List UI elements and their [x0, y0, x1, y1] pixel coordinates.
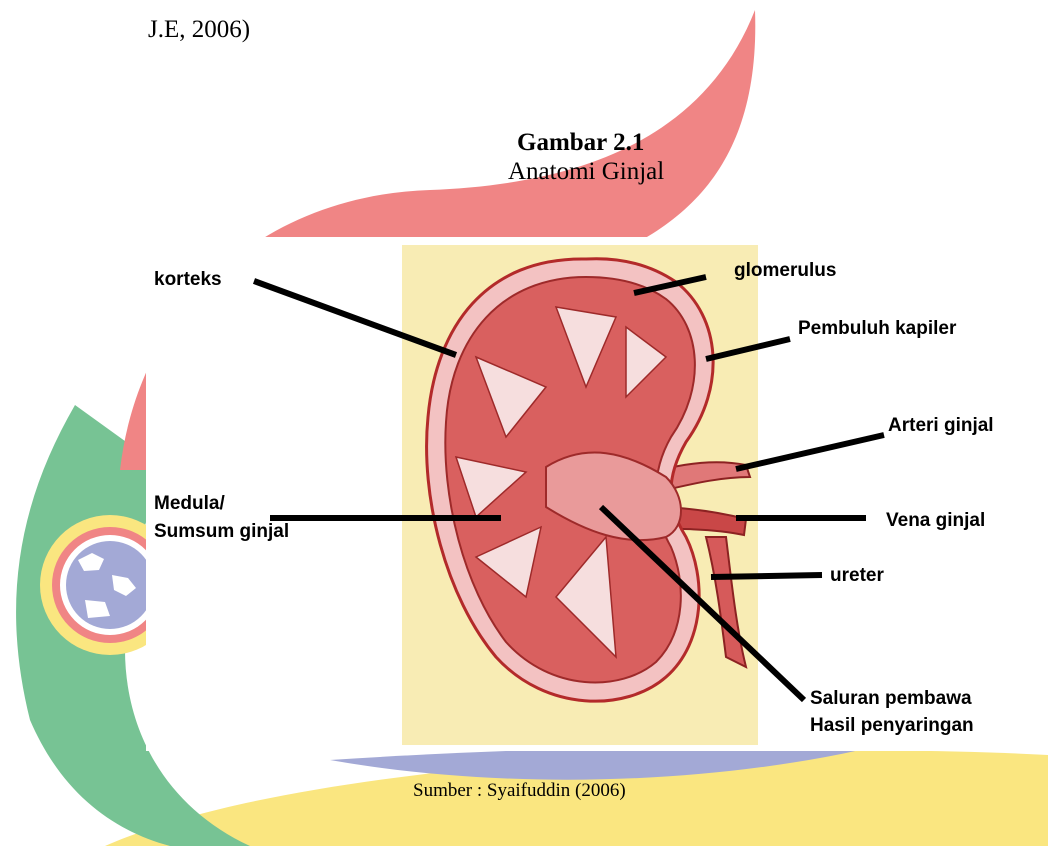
label-ureter: ureter: [830, 565, 884, 586]
label-arteri-ginjal: Arteri ginjal: [888, 415, 994, 436]
leader-ureter: [711, 575, 822, 577]
figure-title: Anatomi Ginjal: [508, 158, 664, 186]
kidney-anatomy-figure: korteks glomerulus Pembuluh kapiler Arte…: [146, 237, 1030, 751]
label-glomerulus: glomerulus: [734, 260, 836, 281]
label-saluran-line2: Hasil penyaringan: [810, 715, 974, 736]
label-medula-line2: Sumsum ginjal: [154, 521, 289, 542]
reference-citation-tail: J.E, 2006): [148, 16, 250, 44]
label-vena-ginjal: Vena ginjal: [886, 510, 985, 531]
label-korteks: korteks: [154, 269, 222, 290]
label-pembuluh-kapiler: Pembuluh kapiler: [798, 318, 957, 339]
figure-number: Gambar 2.1: [517, 129, 644, 157]
label-saluran-line1: Saluran pembawa: [810, 688, 972, 709]
label-medula-line1: Medula/: [154, 493, 225, 514]
figure-source: Sumber : Syaifuddin (2006): [413, 780, 626, 802]
